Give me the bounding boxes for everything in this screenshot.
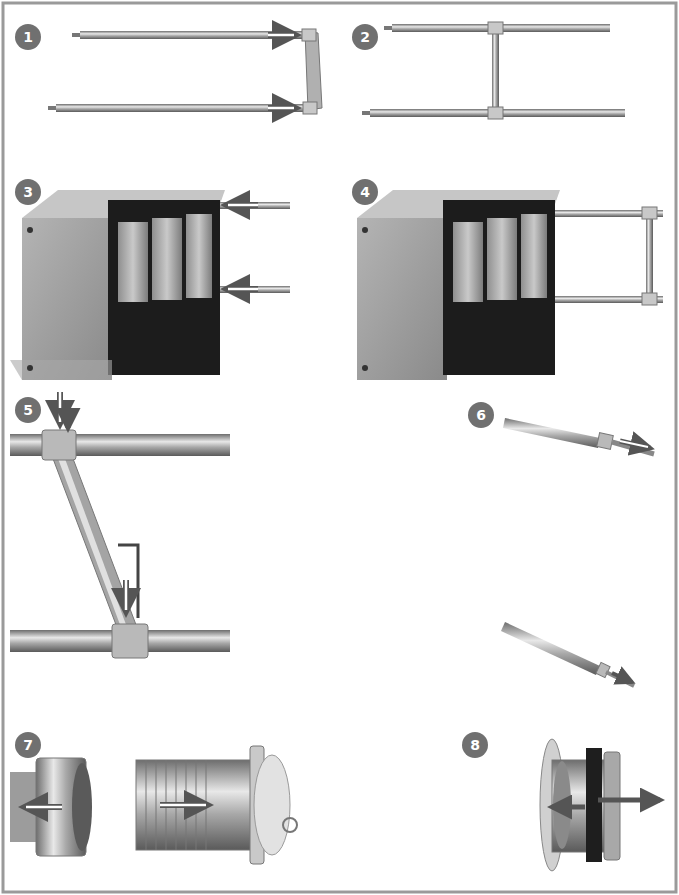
callout-number: 2 xyxy=(352,24,378,50)
callout-number: 1 xyxy=(15,24,41,50)
callout-number: 7 xyxy=(15,732,41,758)
callout-number: 3 xyxy=(15,179,41,205)
callout-number: 4 xyxy=(352,179,378,205)
callout-number: 6 xyxy=(468,402,494,428)
callout-number: 5 xyxy=(15,397,41,423)
callout-number: 8 xyxy=(462,732,488,758)
